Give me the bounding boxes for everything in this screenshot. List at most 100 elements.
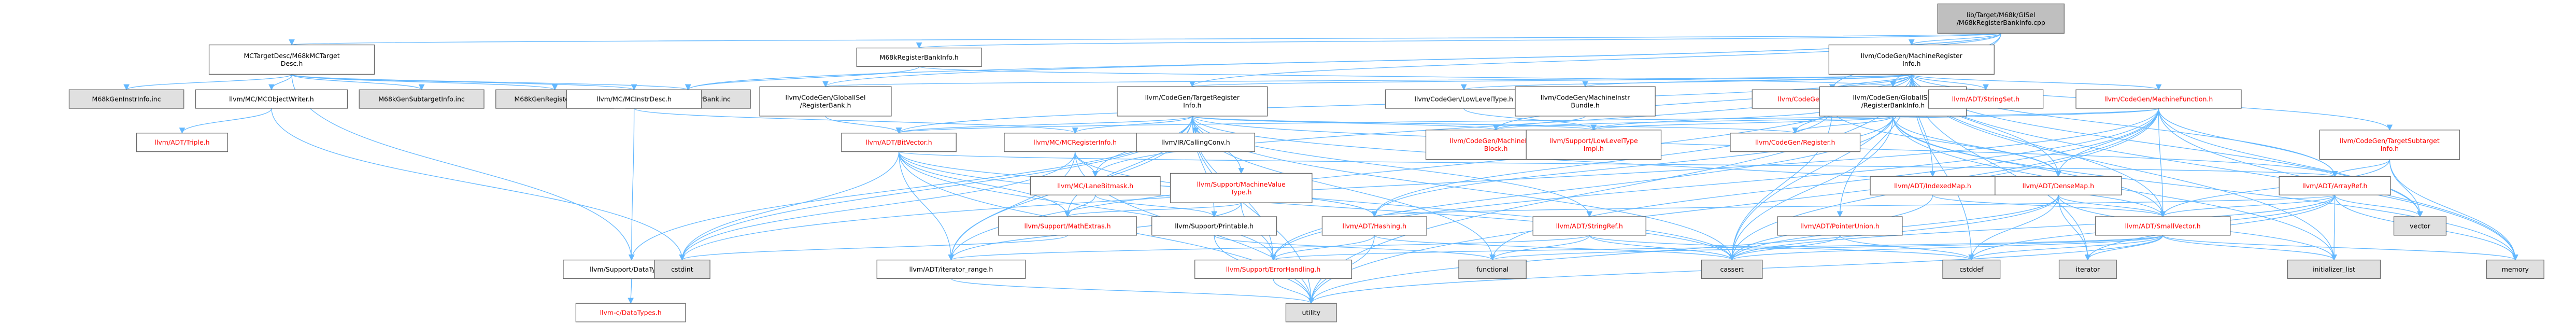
node-memory[interactable]: memory	[2486, 259, 2544, 279]
node-label: llvm/ADT/Triple.h	[154, 138, 209, 146]
node-ir_callconv[interactable]: llvm/IR/CallingConv.h	[1136, 133, 1255, 152]
edge-adt_smallvector-to-sup_errhandling	[1270, 235, 2164, 261]
edge-cg_mf-to-adt_smallvector	[2158, 108, 2166, 218]
node-label: vector	[2410, 222, 2431, 230]
edge-mcinstrdesc-to-mcreginfo	[633, 108, 1078, 134]
node-functional[interactable]: functional	[1458, 259, 1527, 279]
node-label: llvm/ADT/SmallVector.h	[2125, 222, 2201, 230]
node-sup_mathextras[interactable]: llvm/Support/MathExtras.h	[998, 216, 1137, 236]
node-mcinstrdesc[interactable]: llvm/MC/MCInstrDesc.h	[566, 89, 702, 109]
node-label: memory	[2502, 265, 2529, 273]
edge-adt_densemap-to-iterator	[2058, 195, 2091, 261]
edge-root-to-cg_tri	[1189, 33, 2001, 88]
edge-cg_mf-to-adt_bitvector	[896, 108, 2159, 134]
node-c_datatypes[interactable]: llvm-c/DataTypes.h	[575, 303, 686, 322]
node-label: llvm/MC/MCRegisterInfo.h	[1033, 138, 1117, 146]
node-rbinfo_h[interactable]: M68kRegisterBankInfo.h	[856, 47, 982, 67]
node-adt_iterrange[interactable]: llvm/ADT/iterator_range.h	[876, 259, 1026, 279]
edge-sup_printable-to-functional	[1214, 235, 1496, 261]
node-root[interactable]: lib/Target/M68k/GISel/M68kRegisterBankIn…	[1937, 3, 2065, 34]
edge-gisel_rbinfo-to-adt_densemap	[1892, 116, 2061, 177]
node-box	[1170, 173, 1313, 203]
node-box	[2319, 130, 2460, 160]
edge-sup_errhandling-to-utility	[1273, 278, 1315, 304]
node-cstdint[interactable]: cstdint	[654, 259, 710, 279]
node-iterator[interactable]: iterator	[2058, 259, 2117, 279]
node-mcobjw[interactable]: llvm/MC/MCObjectWriter.h	[195, 89, 348, 109]
node-label: Desc.h	[281, 60, 303, 67]
node-label: llvm/CodeGen/MachineFunction.h	[2104, 95, 2213, 103]
edge-mcobjw-to-adt_triple	[179, 108, 272, 134]
edge-cg_mri-to-cg_mib	[1582, 74, 1912, 88]
node-adt_triple[interactable]: llvm/ADT/Triple.h	[136, 133, 228, 152]
node-adt_bitvector[interactable]: llvm/ADT/BitVector.h	[841, 133, 957, 152]
node-label: llvm/IR/CallingConv.h	[1161, 138, 1230, 146]
node-label: llvm/ADT/DenseMap.h	[2023, 182, 2094, 190]
node-box	[2393, 216, 2447, 236]
node-box	[195, 89, 348, 109]
edge-adt_bitvector-to-sup_mathextras	[898, 151, 1071, 218]
node-cg_mf[interactable]: llvm/CodeGen/MachineFunction.h	[2075, 89, 2242, 109]
node-sup_errhandling[interactable]: llvm/Support/ErrorHandling.h	[1194, 259, 1353, 279]
node-adt_hashing[interactable]: llvm/ADT/Hashing.h	[1321, 216, 1427, 236]
edge-gisel_rbinfo-to-cg_register	[1792, 116, 1894, 134]
node-box	[759, 86, 892, 117]
node-cg_register[interactable]: llvm/CodeGen/Register.h	[1730, 133, 1861, 152]
edge-adt_smallvector-to-cassert	[1729, 235, 2164, 261]
edge-adt_hashing-to-sup_errhandling	[1270, 235, 1375, 261]
node-box	[1526, 130, 1662, 160]
node-sup_datatypes[interactable]: llvm/Support/DataTypes.h	[563, 259, 701, 279]
node-box	[998, 216, 1137, 236]
node-gisel_rbi[interactable]: llvm/CodeGen/GlobalISel/RegisterBank.h	[759, 86, 892, 117]
node-label: /RegisterBankInfo.h	[1861, 102, 1925, 109]
edge-mctdesc-to-m68kgenreginfo	[291, 74, 558, 91]
edge-mctdesc-to-mcinstrdesc	[291, 74, 637, 91]
node-adt_smallvector[interactable]: llvm/ADT/SmallVector.h	[2095, 216, 2231, 236]
node-initlist[interactable]: initializer_list	[2287, 259, 2381, 279]
edge-gisel_rbinfo-to-adt_smallvector	[1892, 116, 2166, 218]
node-vector[interactable]: vector	[2393, 216, 2447, 236]
node-label: Impl.h	[1584, 145, 1604, 152]
node-label: llvm/ADT/iterator_range.h	[909, 265, 993, 273]
edge-cg_tri-to-adt_smallvector	[1192, 116, 2166, 218]
node-box	[1701, 259, 1763, 279]
node-label: iterator	[2076, 265, 2100, 273]
node-sup_printable[interactable]: llvm/Support/Printable.h	[1151, 216, 1277, 236]
edge-adt_arrayref-to-vector	[2334, 194, 2423, 218]
node-m68kgensubtarget[interactable]: M68kGenSubtargetInfo.inc	[359, 89, 485, 109]
node-box	[1030, 176, 1161, 195]
node-adt_stringset[interactable]: llvm/ADT/StringSet.h	[1928, 89, 2044, 109]
node-utility[interactable]: utility	[1285, 303, 1337, 322]
node-label: llvm-c/DataTypes.h	[600, 309, 662, 317]
node-mc_lanebm[interactable]: llvm/MC/LaneBitmask.h	[1030, 176, 1161, 195]
edge-cg_tsi-to-adt_arrayref	[2331, 159, 2390, 177]
edge-mctdesc-to-mcobjw	[268, 74, 292, 91]
edge-gisel_rbi-to-adt_bitvector	[825, 116, 902, 134]
node-cstddef[interactable]: cstddef	[1942, 259, 2001, 279]
edge-adt_smallvector-to-cstddef	[1968, 235, 2164, 261]
node-adt_arrayref[interactable]: llvm/ADT/ArrayRef.h	[2279, 176, 2391, 195]
node-cassert[interactable]: cassert	[1701, 259, 1763, 279]
node-label: Info.h	[1902, 60, 1920, 67]
node-mcreginfo[interactable]: llvm/MC/MCRegisterInfo.h	[1004, 133, 1146, 152]
node-box	[68, 89, 184, 109]
node-box	[2486, 259, 2544, 279]
node-adt_stringref[interactable]: llvm/ADT/StringRef.h	[1532, 216, 1646, 236]
node-label: /M68kRegisterBankInfo.cpp	[1957, 19, 2045, 26]
node-adt_ptrunion[interactable]: llvm/ADT/PointerUnion.h	[1777, 216, 1903, 236]
node-adt_densemap[interactable]: llvm/ADT/DenseMap.h	[1995, 176, 2122, 195]
node-m68kgeninstr[interactable]: M68kGenInstrInfo.inc	[68, 89, 184, 109]
node-box	[654, 259, 710, 279]
node-adt_indexedmap[interactable]: llvm/ADT/IndexedMap.h	[1870, 176, 1996, 195]
node-box	[208, 44, 375, 75]
edge-adt_stringref-to-functional	[1489, 235, 1590, 261]
edge-adt_stringref-to-adt_iterrange	[948, 235, 1590, 261]
nodes-layer: lib/Target/M68k/GISel/M68kRegisterBankIn…	[68, 3, 2544, 322]
